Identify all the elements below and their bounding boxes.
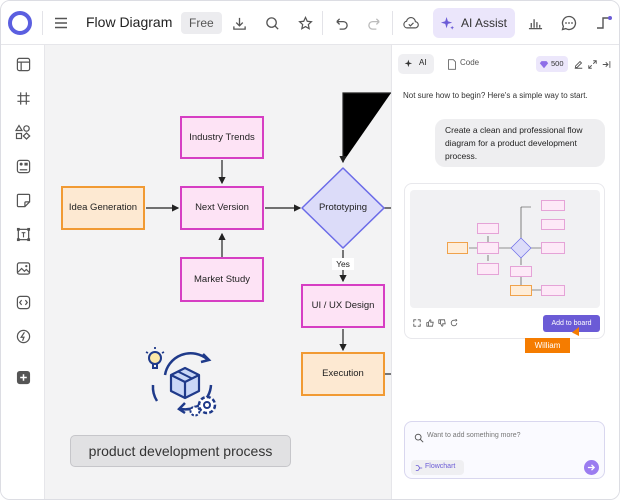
preview-node	[477, 223, 499, 234]
add-to-board-button[interactable]: Add to board	[543, 315, 600, 332]
connector-icon[interactable]	[593, 13, 615, 33]
plan-badge[interactable]: Free	[181, 12, 222, 34]
preview-node	[541, 242, 565, 254]
ai-panel: AI Code 500 Not sure how to begin? Here'…	[391, 45, 619, 499]
left-sidebar	[1, 45, 45, 499]
grid-icon[interactable]	[13, 88, 33, 108]
divider	[392, 11, 393, 35]
caption-text-box[interactable]: product development process	[70, 435, 291, 467]
node-prototyping-label: Prototyping	[318, 202, 368, 213]
star-icon[interactable]	[295, 13, 315, 33]
intro-message: Not sure how to begin? Here's a simple w…	[403, 91, 588, 100]
thumbs-down-icon[interactable]	[437, 318, 447, 328]
preview-node	[541, 219, 565, 230]
node-market-study[interactable]: Market Study	[180, 257, 264, 302]
code-file-icon	[446, 58, 458, 70]
preview-connectors	[469, 206, 541, 291]
diagram-type-label: Flowchart	[425, 463, 456, 470]
redo-icon[interactable]	[364, 13, 384, 33]
diagram-type-selector[interactable]: Flowchart	[411, 460, 464, 475]
top-toolbar: Flow Diagram Free AI Assist	[1, 1, 619, 45]
frame-icon[interactable]	[13, 224, 33, 244]
embed-icon[interactable]	[13, 292, 33, 312]
prompt-input-box[interactable]: Want to add something more? Flowchart	[404, 421, 605, 479]
diagram-preview[interactable]	[410, 190, 600, 308]
diagram-canvas[interactable]: Idea Generation Industry Trends Next Ver…	[45, 45, 391, 499]
tab-ai-label: AI	[419, 58, 427, 67]
node-next-version[interactable]: Next Version	[180, 186, 264, 230]
sparkle-icon	[439, 15, 455, 31]
preview-node	[510, 285, 532, 296]
ai-assist-button[interactable]: AI Assist	[433, 8, 515, 38]
send-button[interactable]	[584, 460, 599, 475]
bar-chart-icon[interactable]	[525, 13, 545, 33]
preview-node	[541, 200, 565, 211]
edit-icon[interactable]	[572, 58, 584, 70]
expand-icon[interactable]	[586, 58, 598, 70]
gem-icon	[539, 59, 549, 69]
collaborator-cursor-label: William	[525, 338, 570, 353]
edge-label-yes: Yes	[332, 258, 354, 270]
credits-count: 500	[551, 59, 564, 68]
collapse-panel-icon[interactable]	[600, 58, 612, 70]
search-icon[interactable]	[262, 13, 282, 33]
tab-code-label: Code	[460, 58, 480, 67]
credits-badge[interactable]: 500	[536, 56, 568, 72]
prototyping-diamond[interactable]	[301, 167, 385, 249]
ai-result-card: Add to board	[404, 183, 605, 339]
ai-assist-label: AI Assist	[461, 16, 508, 30]
add-icon[interactable]	[13, 367, 33, 387]
sparkle-icon	[403, 58, 415, 70]
preview-node	[477, 242, 499, 254]
tab-ai[interactable]: AI	[398, 54, 434, 74]
node-idea-generation[interactable]: Idea Generation	[61, 186, 145, 230]
document-title[interactable]: Flow Diagram	[86, 14, 173, 30]
divider	[322, 11, 323, 35]
tab-code[interactable]: Code	[442, 54, 482, 74]
preview-node	[477, 263, 499, 275]
flash-icon[interactable]	[13, 326, 33, 346]
layout-icon[interactable]	[13, 54, 33, 74]
thumbs-up-icon[interactable]	[425, 318, 435, 328]
flowchart-icon	[414, 463, 423, 472]
undo-icon[interactable]	[331, 13, 351, 33]
preview-node	[510, 266, 532, 277]
app-logo-icon[interactable]	[7, 10, 33, 36]
product-box-gears-icon	[145, 345, 225, 420]
download-icon[interactable]	[229, 13, 249, 33]
cursor-arrow-icon	[570, 325, 580, 337]
menu-icon[interactable]	[51, 13, 71, 33]
image-icon[interactable]	[13, 258, 33, 278]
regenerate-icon[interactable]	[449, 318, 459, 328]
cloud-sync-icon[interactable]	[401, 13, 421, 33]
divider	[42, 11, 43, 35]
search-sparkle-icon	[413, 432, 424, 443]
components-icon[interactable]	[13, 156, 33, 176]
node-ui-ux-design[interactable]: UI / UX Design	[301, 284, 385, 328]
node-industry-trends[interactable]: Industry Trends	[180, 116, 264, 159]
fullscreen-icon[interactable]	[412, 318, 422, 328]
sticky-note-icon[interactable]	[13, 190, 33, 210]
prompt-input-placeholder[interactable]: Want to add something more?	[427, 432, 521, 439]
shapes-icon[interactable]	[13, 122, 33, 142]
preview-node	[447, 242, 468, 254]
edge-loop-to-proto	[339, 92, 391, 164]
arrow-right-icon	[586, 462, 597, 473]
node-execution[interactable]: Execution	[301, 352, 385, 396]
preview-node	[541, 285, 565, 296]
comment-icon[interactable]	[559, 13, 579, 33]
user-message-bubble: Create a clean and professional flow dia…	[435, 119, 605, 167]
